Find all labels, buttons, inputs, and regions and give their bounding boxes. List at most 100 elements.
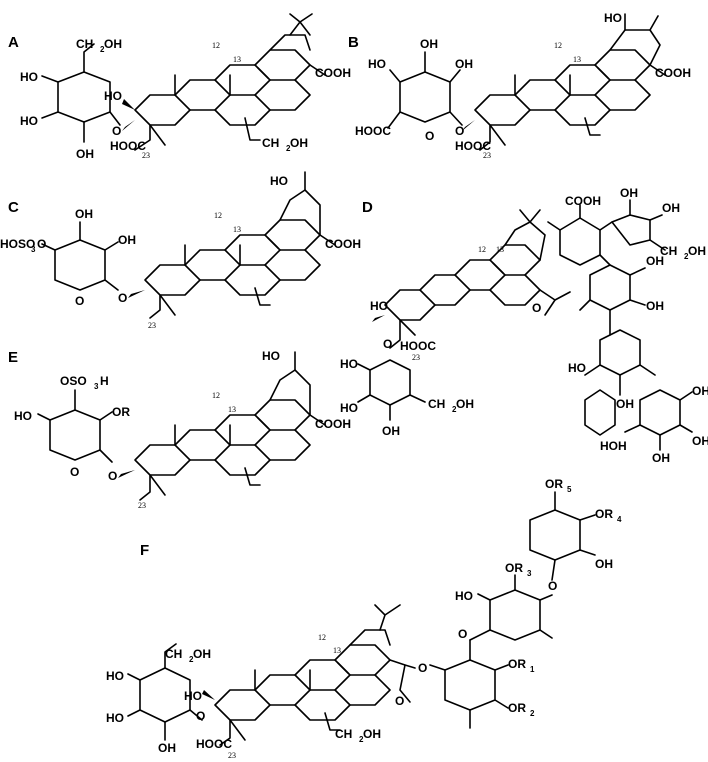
svg-text:OH: OH [652, 451, 670, 465]
svg-text:13: 13 [233, 225, 241, 234]
svg-text:23: 23 [228, 751, 236, 760]
svg-text:OH: OH [620, 186, 638, 200]
panel-label-C: C [8, 199, 19, 216]
svg-text:HO: HO [14, 409, 32, 423]
svg-text:23: 23 [138, 501, 146, 510]
svg-text:OH: OH [420, 37, 438, 51]
svg-text:OH: OH [158, 741, 176, 755]
svg-text:3: 3 [527, 569, 532, 578]
panel-label-A: A [8, 34, 19, 51]
svg-text:2: 2 [530, 709, 535, 718]
svg-text:12: 12 [554, 41, 562, 50]
svg-text:O: O [418, 661, 427, 675]
svg-text:OH: OH [104, 37, 122, 51]
svg-text:OH: OH [646, 299, 664, 313]
svg-text:O: O [108, 469, 117, 483]
svg-text:3: 3 [94, 382, 99, 391]
svg-text:23: 23 [483, 151, 491, 160]
svg-text:OR: OR [508, 657, 526, 671]
svg-text:CH: CH [165, 647, 182, 661]
svg-text:2: 2 [684, 252, 689, 261]
svg-text:CH: CH [660, 244, 677, 258]
panel-label-E: E [8, 349, 18, 366]
svg-text:OH: OH [616, 397, 634, 411]
svg-text:23: 23 [148, 321, 156, 330]
svg-text:OSO: OSO [60, 374, 87, 388]
svg-text:HO: HO [20, 114, 38, 128]
svg-text:1: 1 [530, 665, 535, 674]
svg-text:O: O [37, 237, 46, 251]
svg-text:OH: OH [456, 397, 474, 411]
svg-text:OH: OH [662, 201, 680, 215]
svg-text:2: 2 [189, 655, 194, 664]
svg-text:HOH: HOH [600, 439, 627, 453]
svg-text:CH: CH [428, 397, 445, 411]
svg-text:HO: HO [455, 589, 473, 603]
svg-text:2: 2 [286, 144, 291, 153]
svg-text:HOOC: HOOC [110, 139, 146, 153]
panel-label-D: D [362, 199, 373, 216]
svg-text:H: H [100, 374, 109, 388]
svg-text:O: O [70, 465, 79, 479]
structure-B: B OH HO OH HOOC O O HOOC 23 COOH HO 12 1… [348, 11, 691, 160]
svg-text:O: O [548, 579, 557, 593]
svg-text:4: 4 [617, 515, 622, 524]
svg-text:HO: HO [106, 669, 124, 683]
svg-text:O: O [532, 301, 541, 315]
svg-text:12: 12 [214, 211, 222, 220]
svg-text:COOH: COOH [655, 66, 691, 80]
svg-text:OH: OH [692, 384, 708, 398]
svg-text:12: 12 [478, 245, 486, 254]
svg-text:O: O [196, 709, 205, 723]
structure-F: F CH 2 OH HO HO OH HO O HOOC [106, 477, 622, 760]
svg-text:HO: HO [270, 174, 288, 188]
svg-text:O: O [383, 337, 392, 351]
structure-E: E OSO 3 H HO OR O O 23 COOH HO 12 13 [8, 349, 351, 510]
svg-text:HO: HO [604, 11, 622, 25]
svg-text:2: 2 [359, 735, 364, 744]
svg-text:OH: OH [76, 147, 94, 161]
svg-text:13: 13 [573, 55, 581, 64]
svg-text:HO: HO [368, 57, 386, 71]
svg-text:OH: OH [688, 244, 706, 258]
svg-text:12: 12 [212, 41, 220, 50]
svg-text:HO: HO [568, 361, 586, 375]
svg-text:OH: OH [595, 557, 613, 571]
svg-text:O: O [458, 627, 467, 641]
svg-text:CH: CH [76, 37, 93, 51]
svg-text:O: O [455, 124, 464, 138]
svg-text:OH: OH [455, 57, 473, 71]
svg-text:23: 23 [142, 151, 150, 160]
svg-text:HOOC: HOOC [355, 124, 391, 138]
svg-text:HO: HO [184, 689, 202, 703]
svg-text:OR: OR [545, 477, 563, 491]
svg-text:O: O [112, 124, 121, 138]
svg-text:23: 23 [412, 353, 420, 362]
svg-text:HOOC: HOOC [196, 737, 232, 751]
svg-text:2: 2 [452, 405, 457, 414]
svg-text:HO: HO [262, 349, 280, 363]
svg-text:OH: OH [118, 233, 136, 247]
svg-text:OR: OR [505, 561, 523, 575]
svg-text:HO: HO [340, 401, 358, 415]
svg-text:HOOC: HOOC [400, 339, 436, 353]
svg-text:COOH: COOH [315, 417, 351, 431]
svg-text:CH: CH [262, 136, 279, 150]
svg-text:HOOC: HOOC [455, 139, 491, 153]
svg-text:COOH: COOH [315, 66, 351, 80]
svg-text:OR: OR [508, 701, 526, 715]
svg-text:HOSO: HOSO [0, 237, 35, 251]
svg-text:OH: OH [75, 207, 93, 221]
svg-text:OR: OR [595, 507, 613, 521]
svg-text:HO: HO [340, 357, 358, 371]
svg-text:12: 12 [212, 391, 220, 400]
svg-text:12: 12 [318, 633, 326, 642]
svg-text:O: O [395, 694, 404, 708]
svg-text:OH: OH [692, 434, 708, 448]
svg-text:HO: HO [370, 299, 388, 313]
svg-text:O: O [118, 291, 127, 305]
svg-text:HO: HO [106, 711, 124, 725]
panel-label-F: F [140, 542, 149, 559]
svg-text:HO: HO [20, 70, 38, 84]
